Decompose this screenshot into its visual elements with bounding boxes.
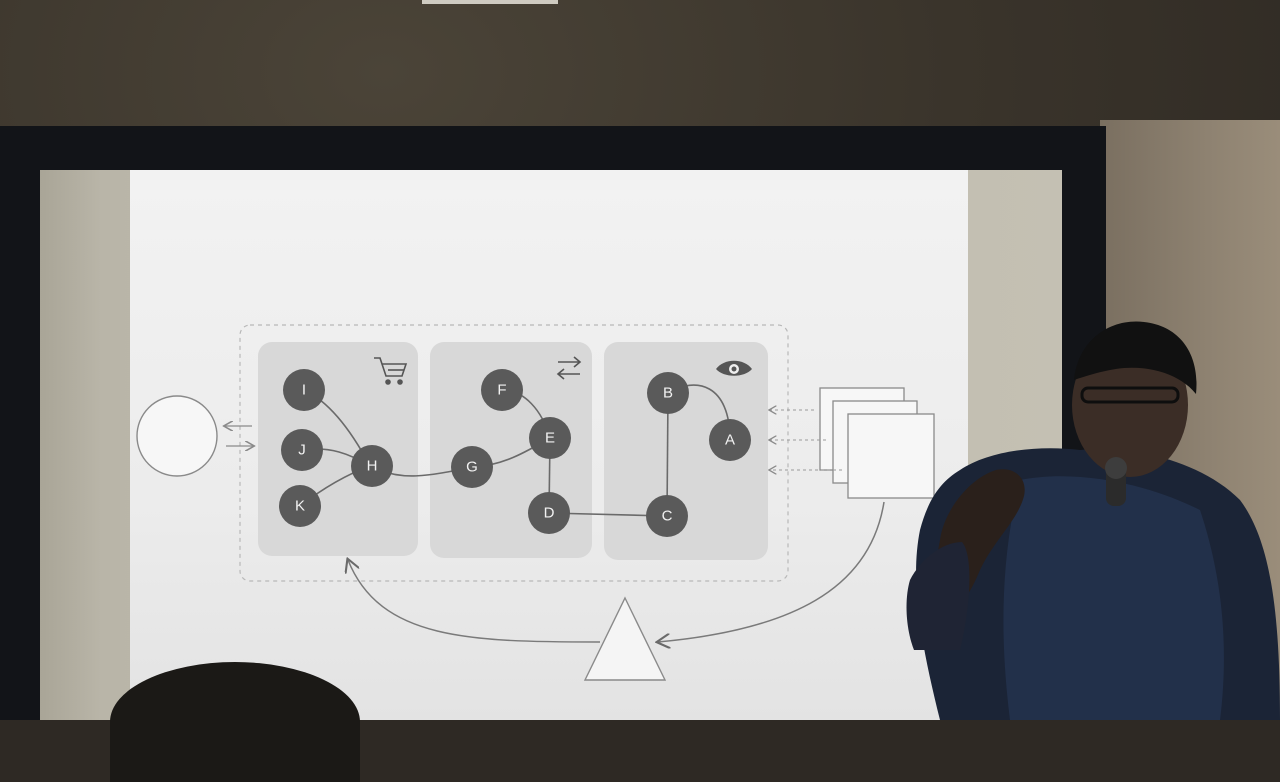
node-d-label: D [544,505,555,522]
audience-head [110,662,360,782]
projected-slide: I J K H G F E [130,170,968,720]
node-a-label: A [725,432,735,449]
node-b: B [647,372,689,414]
node-g-label: G [466,459,478,476]
microphone-head [1105,457,1127,479]
node-i: I [283,369,325,411]
node-h: H [351,445,393,487]
node-e: E [529,417,571,459]
node-f: F [481,369,523,411]
node-d: D [528,492,570,534]
node-c: C [646,495,688,537]
node-g: G [451,446,493,488]
triangle-shape [585,598,665,680]
presenter-arm [907,542,970,650]
node-f-label: F [497,382,506,399]
node-e-label: E [545,430,555,447]
node-k-label: K [295,498,305,515]
node-j: J [281,429,323,471]
presenter [900,310,1280,720]
node-i-label: I [302,382,306,399]
ceiling-light [422,0,558,4]
node-k: K [279,485,321,527]
actor-arrows [225,426,253,446]
node-a: A [709,419,751,461]
node-b-label: B [663,385,673,402]
node-c-label: C [662,508,673,525]
node-j-label: J [298,442,306,459]
presenter-shirt-shade [1003,476,1223,720]
node-h-label: H [367,458,378,475]
loop-path-left [348,560,600,642]
diagram: I J K H G F E [130,170,968,720]
external-actor-circle [137,396,217,476]
